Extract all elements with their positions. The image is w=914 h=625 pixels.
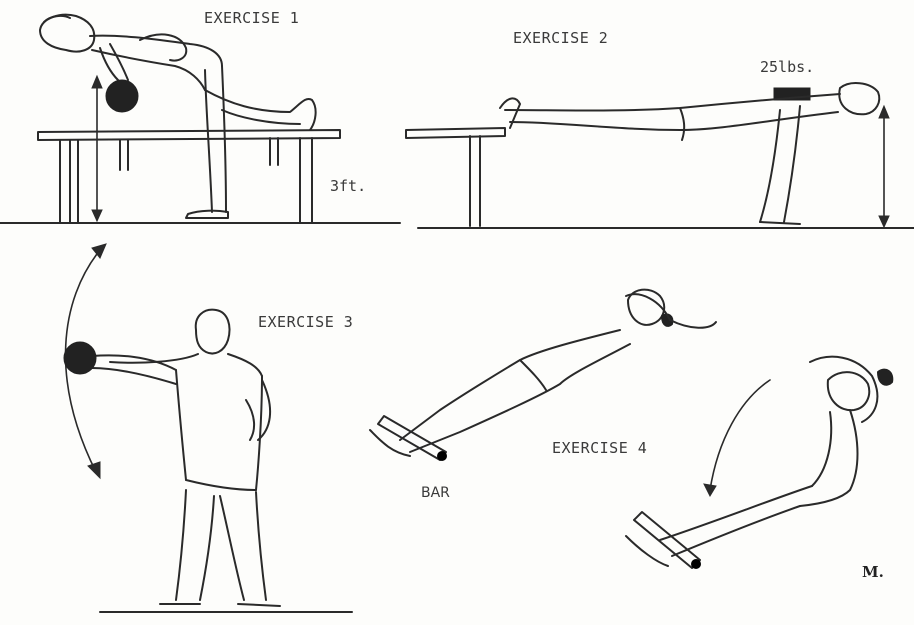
bar-right [634, 512, 700, 568]
bench-2 [406, 128, 505, 138]
exercise-3-figure [64, 244, 352, 612]
bar-left [378, 416, 446, 460]
exercise-1-figure [0, 15, 400, 223]
exercise-4-lying-figure [370, 290, 716, 461]
dumbbell-3 [64, 342, 96, 374]
exercise-2-figure [406, 83, 914, 228]
shoe-1 [186, 211, 228, 218]
bench-1 [38, 130, 340, 140]
dumbbell-1 [106, 80, 138, 112]
situp-arrow [710, 380, 770, 490]
exercise-4-situp-figure [626, 357, 892, 569]
